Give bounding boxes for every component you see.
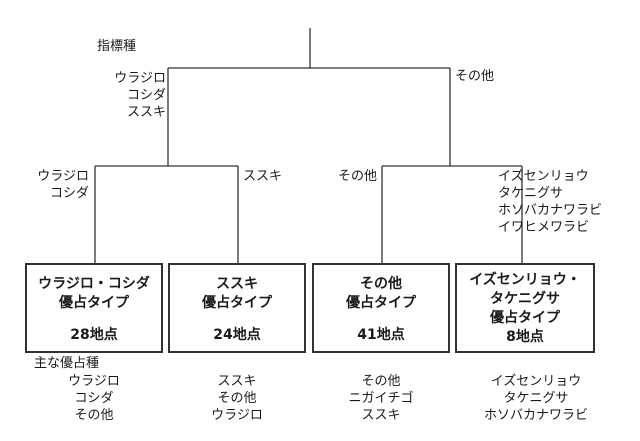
- type-box-title: ススキ 優占タイプ: [202, 276, 272, 311]
- type-box-title: その他 優占タイプ: [346, 276, 416, 311]
- dominant-list-type3: その他 ニガイチゴ ススキ: [348, 374, 414, 423]
- branch-label-level2-ll: ウラジロ コシダ: [37, 169, 89, 201]
- type-box-sonota: その他 優占タイプ 41地点: [312, 263, 450, 353]
- type-box-urajiro-koshida: ウラジロ・コシダ 優占タイプ 28地点: [25, 263, 163, 353]
- branch-label-level2-lr: ススキ: [243, 169, 283, 184]
- type-box-count: 28地点: [70, 327, 118, 343]
- branch-label-level2-rr: イズセンリョウ タケニグサ ホソバカナワラビ イワヒメワラビ: [498, 169, 603, 235]
- dominant-list-type2: ススキ その他 ウラジロ: [211, 374, 263, 423]
- type-box-title: ウラジロ・コシダ 優占タイプ: [38, 276, 150, 311]
- type-box-title: イズセンリョウ・ タケニグサ 優占タイプ: [469, 272, 581, 326]
- dominant-species-label: 主な優占種: [34, 356, 100, 371]
- type-box-count: 41地点: [357, 327, 405, 343]
- branch-label-level1-left: ウラジロ コシダ ススキ: [114, 71, 166, 120]
- dominant-list-type1: ウラジロ コシダ その他: [68, 374, 120, 423]
- type-box-izusenryou: イズセンリョウ・ タケニグサ 優占タイプ 8地点: [455, 263, 595, 353]
- dominant-list-type4: イズセンリョウ タケニグサ ホソバカナワラビ: [483, 374, 588, 423]
- root-label: 指標種: [97, 39, 137, 54]
- branch-label-level1-right: その他: [455, 69, 495, 84]
- type-box-count: 8地点: [506, 329, 544, 345]
- type-box-count: 24地点: [213, 327, 261, 343]
- branch-label-level2-rl: その他: [337, 169, 377, 184]
- type-box-susuki: ススキ 優占タイプ 24地点: [168, 263, 306, 353]
